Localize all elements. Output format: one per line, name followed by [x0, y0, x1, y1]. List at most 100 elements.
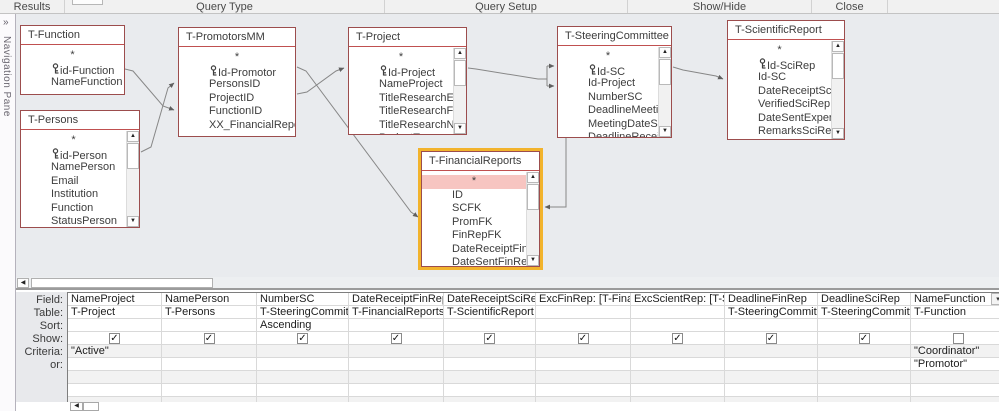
empty-cell[interactable]	[349, 384, 444, 397]
field-cell[interactable]: DateReceiptFinRep	[349, 293, 444, 306]
empty-cell[interactable]	[536, 397, 631, 402]
field-row[interactable]: Id-SciRep	[728, 57, 831, 71]
field-row-asterisk[interactable]: *	[21, 134, 126, 148]
table-cell[interactable]	[536, 306, 631, 319]
show-cell[interactable]: ✓	[257, 332, 349, 345]
field-row-asterisk[interactable]: *	[21, 49, 124, 63]
show-checkbox-checked[interactable]: ✓	[297, 332, 308, 344]
field-row[interactable]: StatusPerson	[21, 215, 126, 227]
sort-cell[interactable]	[68, 319, 162, 332]
empty-cell[interactable]	[257, 397, 349, 402]
scroll-up-icon[interactable]: ▲	[527, 172, 539, 183]
criteria-cell[interactable]	[631, 345, 725, 358]
grid-hscrollbar-thumb[interactable]	[83, 402, 99, 411]
field-cell[interactable]: DeadlineFinRep	[725, 293, 818, 306]
field-row[interactable]: Id-Project	[558, 77, 658, 91]
field-cell[interactable]: NamePerson	[162, 293, 257, 306]
or-cell[interactable]	[818, 358, 911, 371]
empty-cell[interactable]	[444, 371, 536, 384]
design-pane-hscrollbar[interactable]: ◀	[16, 277, 999, 290]
scroll-up-icon[interactable]: ▲	[127, 131, 139, 142]
sort-cell[interactable]	[162, 319, 257, 332]
show-cell[interactable]: ✓	[631, 332, 725, 345]
field-row[interactable]: SCFK	[422, 202, 526, 216]
hscrollbar-thumb[interactable]	[31, 278, 213, 288]
field-row[interactable]: id-Function	[21, 62, 124, 76]
field-cell[interactable]: NameProject	[68, 293, 162, 306]
field-row[interactable]: Id-Project	[349, 64, 453, 78]
table-title[interactable]: T-Function	[21, 26, 124, 45]
empty-cell[interactable]	[68, 384, 162, 397]
criteria-cell[interactable]: "Active"	[68, 345, 162, 358]
vscrollbar-thumb[interactable]	[527, 184, 539, 210]
empty-cell[interactable]	[162, 371, 257, 384]
show-checkbox-checked[interactable]: ✓	[390, 332, 402, 344]
table-title[interactable]: T-FinancialReports	[422, 152, 539, 171]
field-row-asterisk[interactable]: *	[349, 51, 453, 65]
vscrollbar-thumb[interactable]	[659, 59, 671, 85]
field-cell[interactable]: NameFunction▾	[911, 293, 999, 306]
empty-cell[interactable]	[536, 371, 631, 384]
empty-cell[interactable]	[631, 371, 725, 384]
table-title[interactable]: T-Project	[349, 28, 466, 47]
criteria-cell[interactable]	[257, 345, 349, 358]
field-row[interactable]: ProjectID	[179, 92, 295, 106]
show-checkbox-checked[interactable]: ✓	[858, 332, 870, 344]
show-checkbox-checked[interactable]: ✓	[109, 332, 120, 344]
field-row[interactable]: ID	[422, 189, 526, 203]
empty-cell[interactable]	[257, 371, 349, 384]
criteria-cell[interactable]	[162, 345, 257, 358]
show-checkbox-checked[interactable]: ✓	[765, 332, 777, 344]
field-cell[interactable]: ExcScientRep: [T-Scientif	[631, 293, 725, 306]
field-row[interactable]: Id-Promotor	[179, 64, 295, 78]
field-row[interactable]: DateSentFinRep	[422, 256, 526, 266]
scroll-down-icon[interactable]: ▼	[832, 128, 844, 139]
field-row[interactable]: NameFunction	[21, 76, 124, 90]
table-title[interactable]: T-Persons	[21, 111, 139, 130]
table-vscrollbar[interactable]: ▲▼	[526, 172, 539, 266]
empty-cell[interactable]	[818, 384, 911, 397]
empty-cell[interactable]	[911, 384, 999, 397]
scroll-down-icon[interactable]: ▼	[659, 126, 671, 137]
field-row[interactable]: NameProject	[349, 78, 453, 92]
vscrollbar-thumb[interactable]	[127, 143, 139, 169]
or-cell[interactable]	[257, 358, 349, 371]
criteria-cell[interactable]	[444, 345, 536, 358]
scroll-up-icon[interactable]: ▲	[454, 48, 466, 59]
criteria-cell[interactable]	[725, 345, 818, 358]
table-title[interactable]: T-ScientificReport	[728, 21, 844, 40]
scroll-down-icon[interactable]: ▼	[527, 255, 539, 266]
sort-cell[interactable]	[725, 319, 818, 332]
sort-cell[interactable]	[818, 319, 911, 332]
field-row[interactable]: DeadlineMeetingSC	[558, 104, 658, 118]
criteria-cell[interactable]: "Coordinator"	[911, 345, 999, 358]
or-cell[interactable]	[68, 358, 162, 371]
field-row[interactable]: DateReceiptSciRep	[728, 85, 831, 99]
table-cell[interactable]	[631, 306, 725, 319]
or-cell[interactable]	[162, 358, 257, 371]
field-row[interactable]: Email	[21, 175, 126, 189]
field-row-asterisk[interactable]: *	[558, 50, 658, 64]
table-title[interactable]: T-SteeringCommittee	[558, 27, 671, 46]
show-cell[interactable]: ✓	[162, 332, 257, 345]
scroll-down-icon[interactable]: ▼	[454, 123, 466, 134]
empty-cell[interactable]	[68, 371, 162, 384]
sort-cell[interactable]	[911, 319, 999, 332]
or-cell[interactable]: "Promotor"	[911, 358, 999, 371]
show-cell[interactable]: ✓	[725, 332, 818, 345]
empty-cell[interactable]	[349, 397, 444, 402]
table-cell[interactable]: T-SteeringCommittee	[818, 306, 911, 319]
table-cell[interactable]: T-Project	[68, 306, 162, 319]
table-cell[interactable]: T-SteeringCommittee	[725, 306, 818, 319]
table-cell[interactable]: T-ScientificReport	[444, 306, 536, 319]
field-cell[interactable]: DeadlineSciRep	[818, 293, 911, 306]
empty-cell[interactable]	[444, 384, 536, 397]
